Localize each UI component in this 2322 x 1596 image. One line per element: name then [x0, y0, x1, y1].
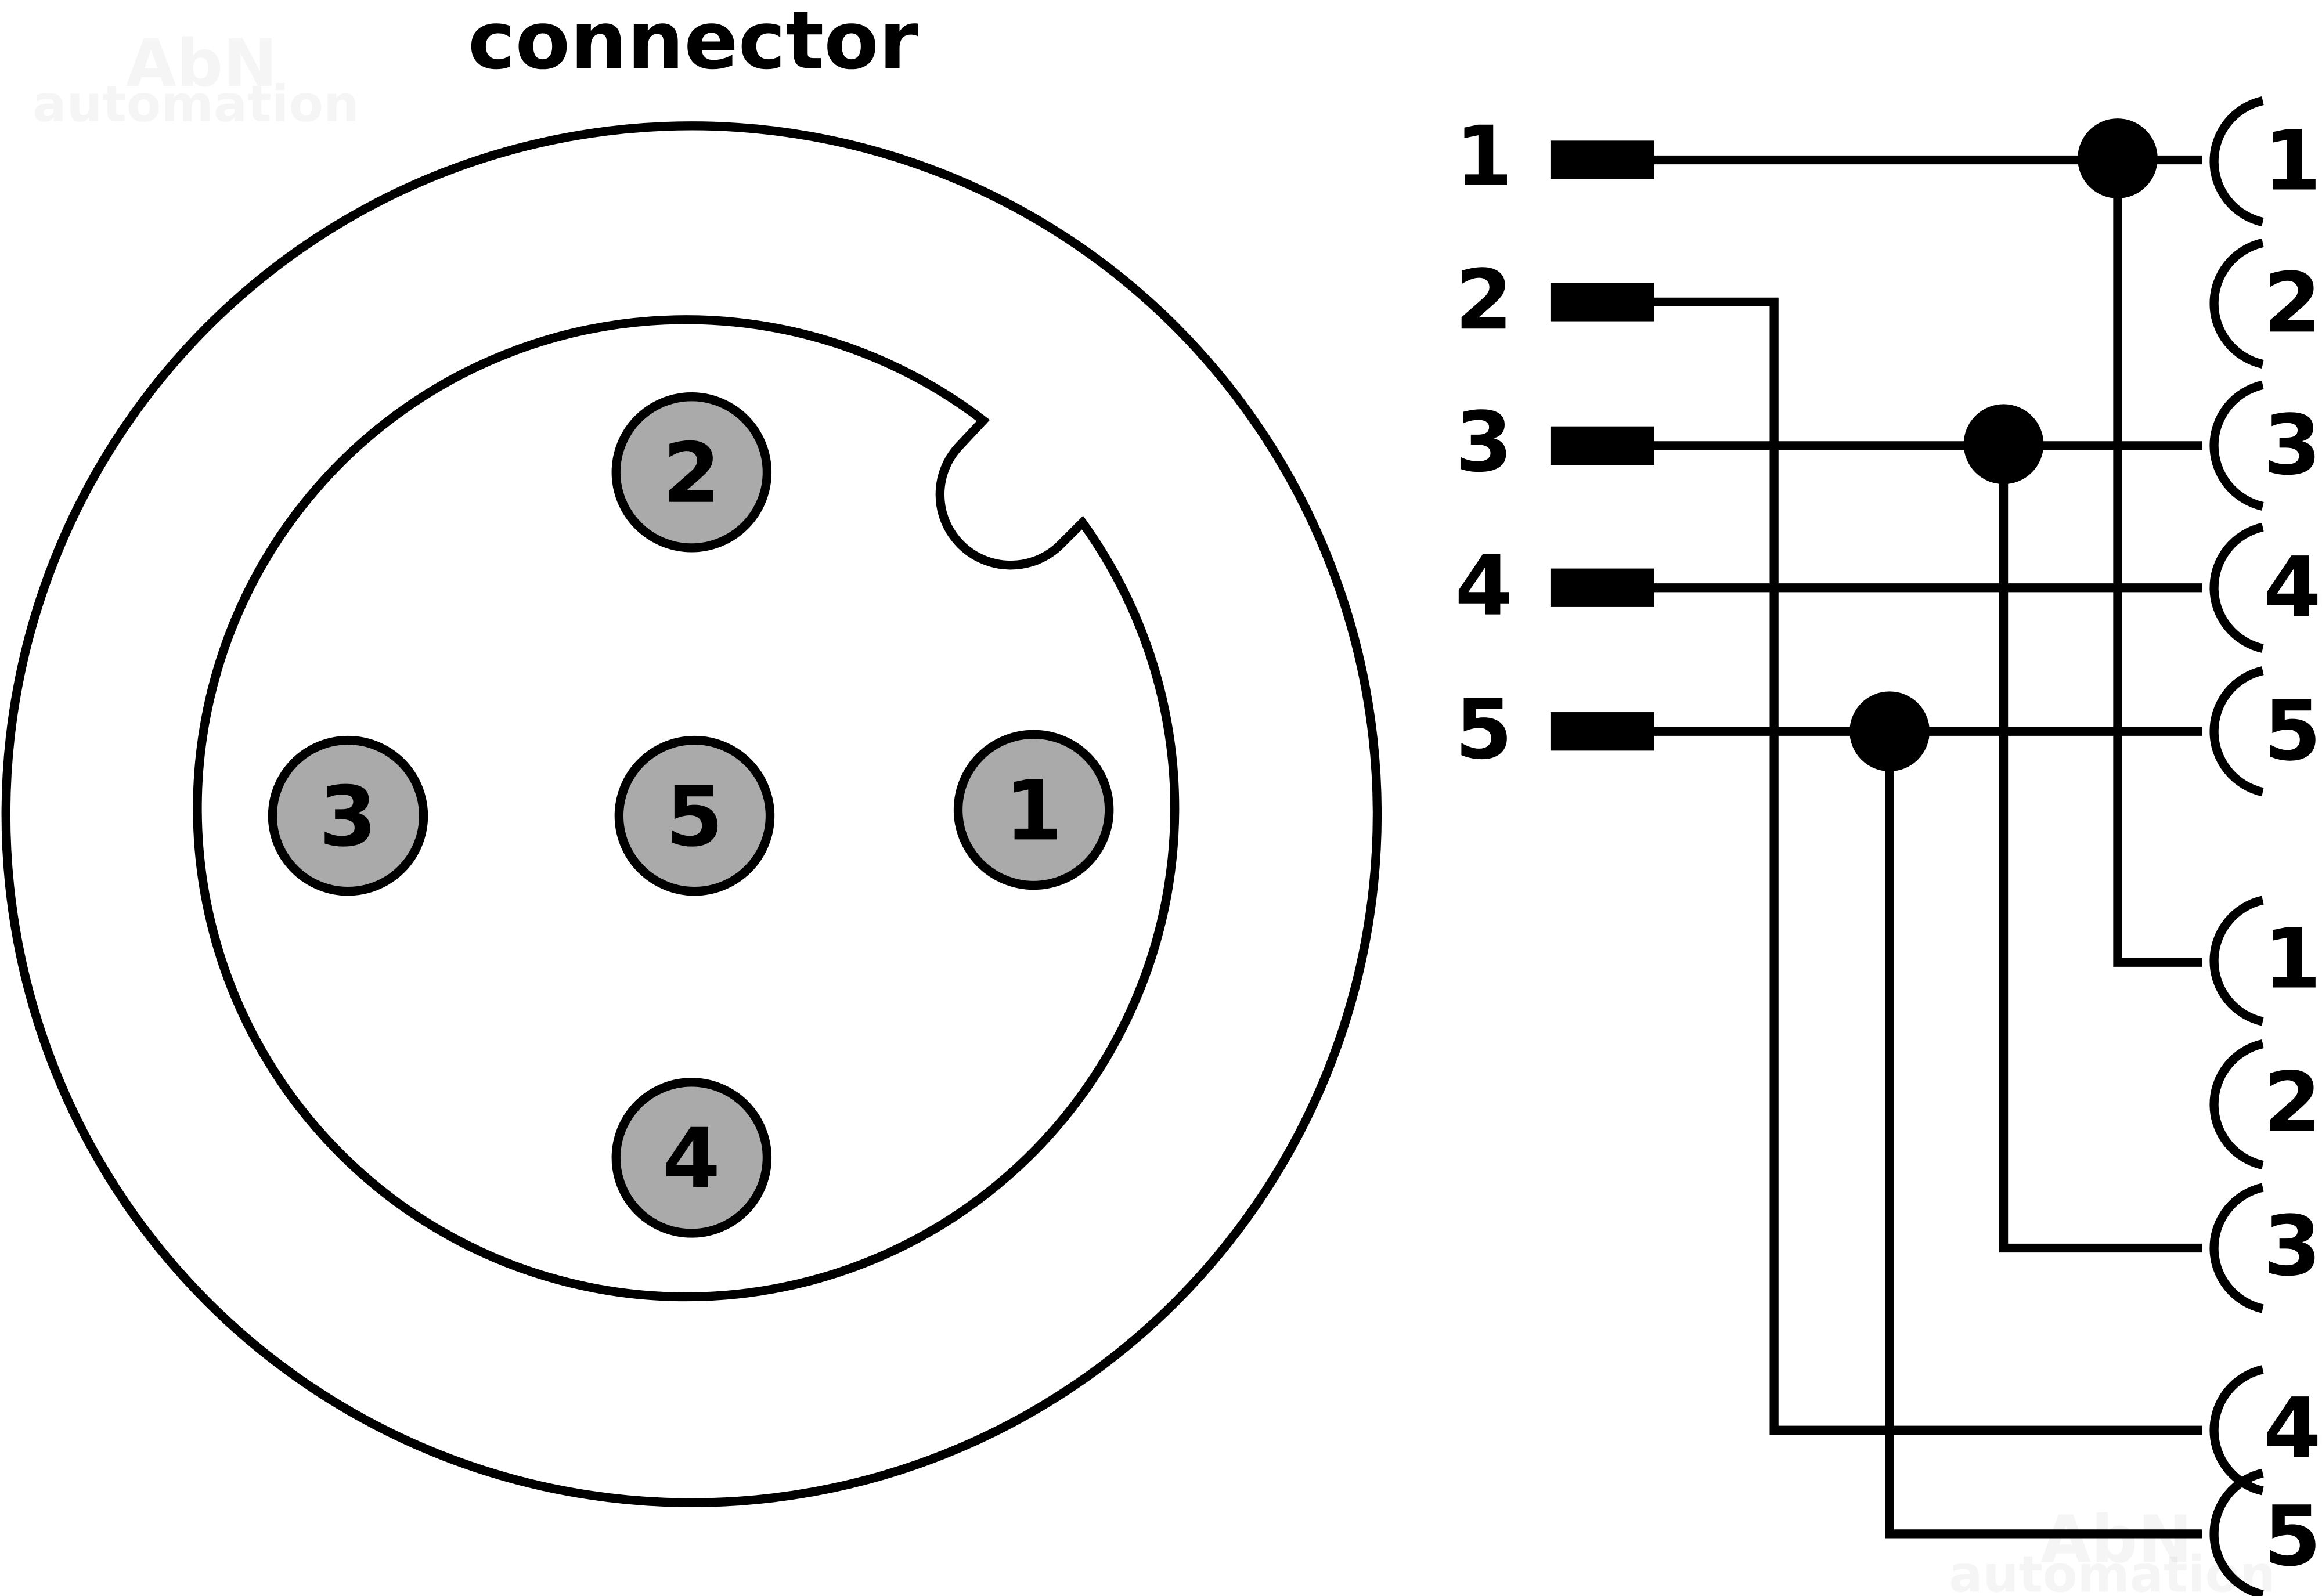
outer-ring — [1, 121, 1382, 1507]
socket-icon — [2209, 238, 2264, 369]
pin-2: 2 — [611, 392, 772, 553]
socket-label: 1 — [2263, 113, 2321, 210]
input-label: 3 — [1455, 393, 1512, 490]
input-3: 3 — [1455, 393, 1654, 490]
wire-2-to-b4 — [1654, 297, 2202, 1435]
socket-icon — [2209, 896, 2264, 1026]
inner-ring-with-keyway — [193, 315, 1180, 1302]
watermark-line2: automation — [33, 75, 359, 133]
wire-5-to-b5 — [1885, 731, 2202, 1539]
plug-pin-icon — [1550, 140, 1654, 179]
wires — [1654, 155, 2202, 1539]
pin-circle — [953, 730, 1114, 890]
pin-circle — [614, 735, 775, 896]
junction-dot — [1963, 404, 2044, 485]
socket-label: 3 — [2263, 1197, 2321, 1294]
pin-label: 5 — [666, 768, 723, 865]
diagram-title: connector — [468, 0, 918, 87]
pin-1: 1 — [953, 730, 1114, 890]
plug-pin-icon — [1550, 283, 1654, 322]
socket-icon — [2209, 96, 2264, 227]
pin-5: 5 — [614, 735, 775, 896]
socket-label: 2 — [2263, 254, 2321, 351]
plug-pin-icon — [1550, 712, 1654, 751]
socket-icon — [2209, 666, 2264, 797]
socket-label: 1 — [2263, 911, 2321, 1008]
pin-label: 3 — [319, 768, 377, 865]
socket-icon — [2209, 380, 2264, 511]
pin-circle — [611, 1078, 772, 1238]
input-label: 2 — [1455, 251, 1512, 348]
socket-label: 4 — [2263, 1380, 2321, 1476]
socket-label: 5 — [2263, 683, 2321, 779]
socket-icon — [2209, 1039, 2264, 1170]
pin-circle — [268, 735, 428, 896]
pin-label: 4 — [663, 1110, 720, 1207]
junction-dot — [2078, 118, 2158, 198]
plug-pin-icon — [1550, 568, 1654, 607]
socket-label: 3 — [2263, 396, 2321, 493]
socket-label: 2 — [2263, 1054, 2321, 1151]
pin-3: 3 — [268, 735, 428, 896]
input-label: 5 — [1455, 681, 1512, 778]
input-2: 2 — [1455, 251, 1654, 348]
pin-4: 4 — [611, 1078, 772, 1238]
pin-circle — [611, 392, 772, 553]
pin-label: 1 — [1005, 762, 1062, 859]
watermark-top-left: AbN automation — [33, 26, 359, 133]
input-5: 5 — [1455, 681, 1654, 778]
input-1: 1 — [1455, 108, 1654, 205]
pin-label: 2 — [663, 425, 720, 522]
socket-label: 5 — [2263, 1487, 2321, 1584]
socket-icon — [2209, 1468, 2264, 1596]
watermark-bottom-right: AbN automation — [1949, 1502, 2276, 1596]
output-group-a: 1 2 3 4 5 — [2209, 96, 2321, 797]
socket-icon — [2209, 1183, 2264, 1313]
output-group-b: 1 2 3 4 5 — [2209, 896, 2321, 1596]
schematic: 1 2 3 4 5 — [1455, 96, 2321, 1596]
wire-3-to-b3 — [1999, 445, 2202, 1253]
plug-pin-icon — [1550, 426, 1654, 465]
input-4: 4 — [1455, 537, 1654, 634]
socket-icon — [2209, 522, 2264, 653]
socket-label: 4 — [2263, 539, 2321, 635]
connector-face: 2 3 5 1 4 — [1, 121, 1382, 1507]
input-label: 4 — [1455, 537, 1512, 634]
input-label: 1 — [1455, 108, 1512, 205]
wire-1-to-b1 — [2113, 160, 2202, 967]
junction-dot — [1849, 691, 1930, 772]
